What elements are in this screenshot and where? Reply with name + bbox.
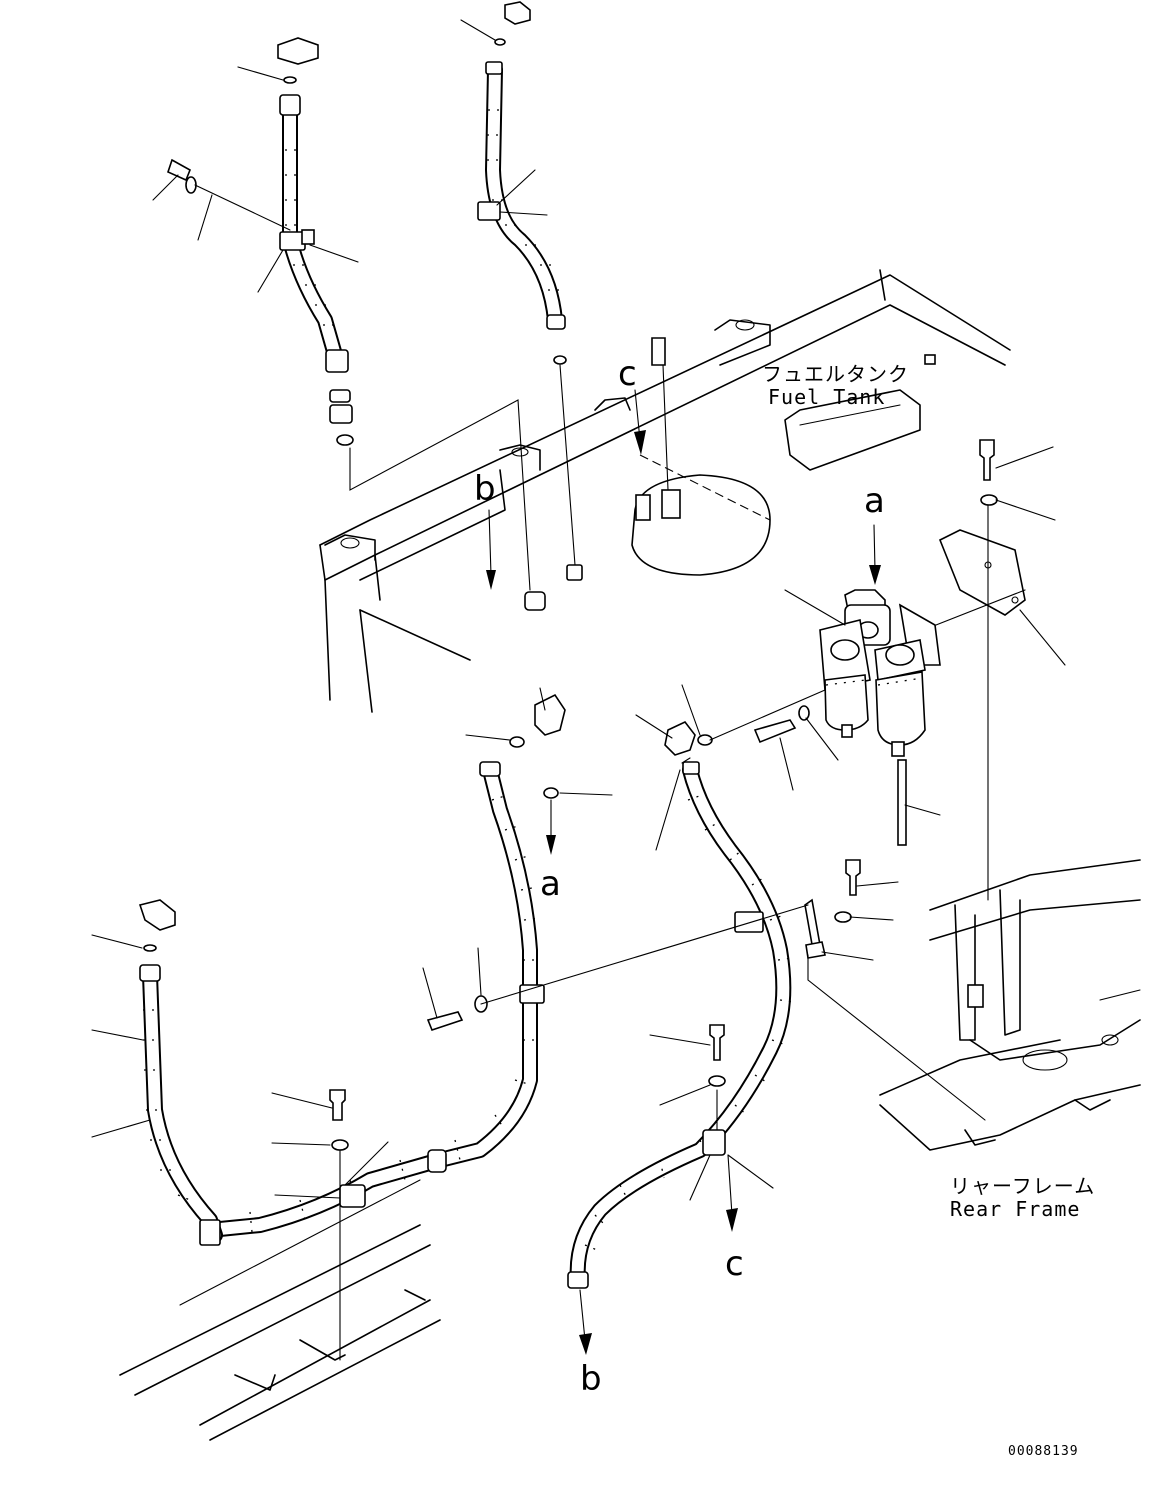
bolt bbox=[753, 719, 797, 744]
washer bbox=[331, 1139, 349, 1151]
filter-bowl-right bbox=[875, 671, 926, 746]
ref-c-bottom: c bbox=[725, 1244, 744, 1284]
elbow-fitting bbox=[534, 693, 566, 736]
filter-bowl-left bbox=[824, 674, 869, 731]
washer bbox=[798, 705, 810, 721]
washer bbox=[834, 911, 852, 923]
bolt bbox=[426, 1011, 464, 1031]
lower-frame-structure bbox=[119, 1179, 441, 1441]
drawing-number: 00088139 bbox=[1008, 1444, 1079, 1459]
o-ring bbox=[509, 736, 525, 748]
hose-clamp bbox=[702, 1129, 726, 1156]
elbow-fitting bbox=[277, 37, 319, 65]
center-fittings bbox=[509, 693, 713, 799]
bolt bbox=[329, 1089, 346, 1121]
hose-left bbox=[138, 899, 349, 1246]
o-ring bbox=[697, 734, 713, 746]
ref-c-top: c bbox=[618, 354, 637, 394]
elbow-fitting bbox=[138, 899, 176, 931]
reference-arrows bbox=[486, 389, 881, 1355]
fitting-c bbox=[651, 337, 666, 366]
hose-end-fitting bbox=[279, 94, 301, 116]
fuel-tank-label-en: Fuel Tank bbox=[768, 385, 885, 409]
fuel-tank-label-jp: フュエルタンク bbox=[762, 362, 909, 386]
hose-top-middle bbox=[477, 1, 666, 611]
rear-frame-structure bbox=[319, 269, 1011, 713]
hose-center bbox=[202, 761, 545, 1238]
hose-clamp bbox=[339, 1184, 366, 1208]
bolt bbox=[979, 439, 995, 481]
drain-tube bbox=[897, 759, 907, 846]
bolt bbox=[709, 1024, 725, 1061]
hose-clamp bbox=[199, 1219, 221, 1246]
ref-a-top: a bbox=[864, 481, 885, 521]
bolt bbox=[167, 158, 192, 182]
hose-clamp bbox=[519, 984, 545, 1004]
ref-b-bottom: b bbox=[580, 1359, 602, 1399]
elbow-fitting bbox=[664, 721, 696, 756]
leader-lines bbox=[91, 19, 1066, 1361]
washer bbox=[980, 494, 998, 506]
ref-a-bottom: a bbox=[540, 864, 561, 904]
hose-top-left bbox=[167, 37, 354, 446]
o-ring bbox=[143, 944, 157, 952]
filter-bracket bbox=[938, 529, 1026, 616]
rear-frame-label-jp: リャーフレーム bbox=[950, 1174, 1095, 1198]
elbow-fitting bbox=[504, 1, 531, 25]
ref-b-top: b bbox=[474, 469, 496, 509]
fuel-filter-assembly bbox=[753, 439, 1026, 846]
rear-frame-label-en: Rear Frame bbox=[950, 1197, 1080, 1221]
o-ring bbox=[283, 76, 297, 84]
washer bbox=[708, 1075, 726, 1087]
rear-frame-lower-right bbox=[879, 859, 1141, 1151]
hose-clamp bbox=[734, 911, 764, 933]
hose-right bbox=[567, 761, 861, 1289]
bolt bbox=[845, 859, 861, 896]
hose-clamp bbox=[477, 201, 501, 221]
o-ring bbox=[543, 787, 559, 799]
